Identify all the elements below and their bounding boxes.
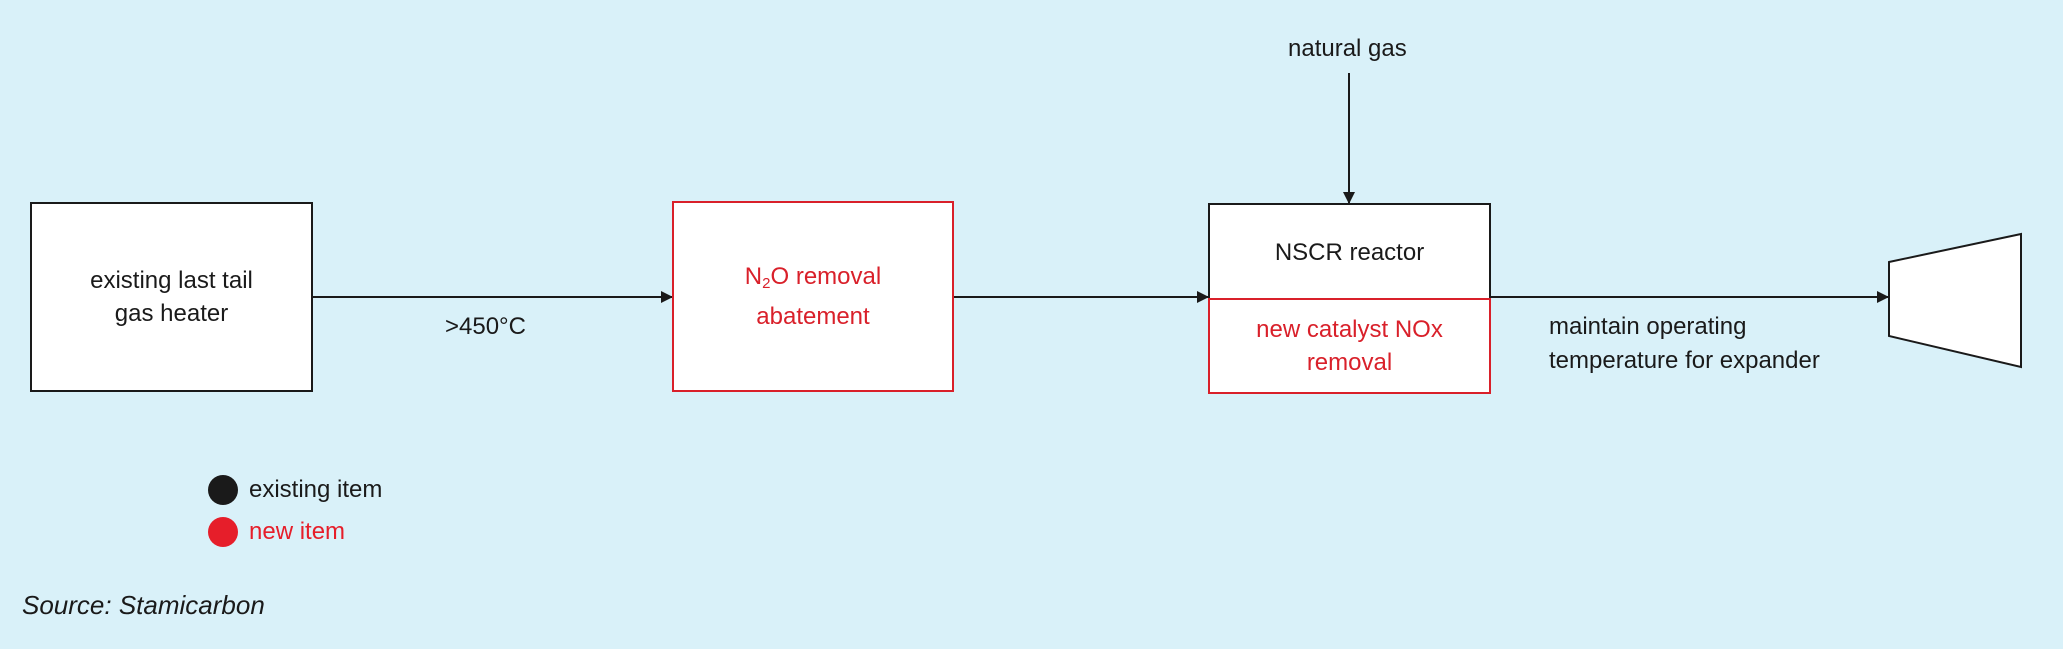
temperature-label: >450°C — [445, 313, 526, 340]
legend-existing-label: existing item — [249, 476, 383, 503]
heater-label-line1: existing last tail — [90, 267, 253, 294]
legend-new: new item — [208, 517, 345, 547]
natural-gas-label: natural gas — [1288, 35, 1407, 62]
new-catalyst-box: new catalyst NOx removal — [1208, 298, 1491, 394]
expander-icon — [1888, 232, 2022, 369]
expander-note-line2: temperature for expander — [1549, 347, 1820, 374]
heater-label-line2: gas heater — [114, 300, 229, 327]
expander-note-line1: maintain operating — [1549, 313, 1747, 340]
nscr-reactor-label: NSCR reactor — [1274, 238, 1425, 266]
catalyst-label-line1: new catalyst NOx — [1256, 316, 1443, 343]
nscr-reactor-box: NSCR reactor — [1208, 203, 1491, 299]
black-dot-icon — [208, 475, 238, 505]
existing-heater-box: existing last tail gas heater — [30, 202, 313, 392]
legend-existing: existing item — [208, 475, 382, 505]
n2o-label-line2: abatement — [756, 303, 870, 330]
source-caption: Source: Stamicarbon — [22, 590, 265, 620]
n2o-label-line1: N2O removal — [744, 263, 882, 292]
n2o-removal-box: N2O removal abatement — [672, 201, 954, 392]
catalyst-label-line2: removal — [1306, 349, 1393, 376]
legend-new-label: new item — [249, 518, 346, 545]
red-dot-icon — [208, 517, 238, 547]
expander-note-label: maintain operating temperature for expan… — [1549, 310, 1820, 378]
